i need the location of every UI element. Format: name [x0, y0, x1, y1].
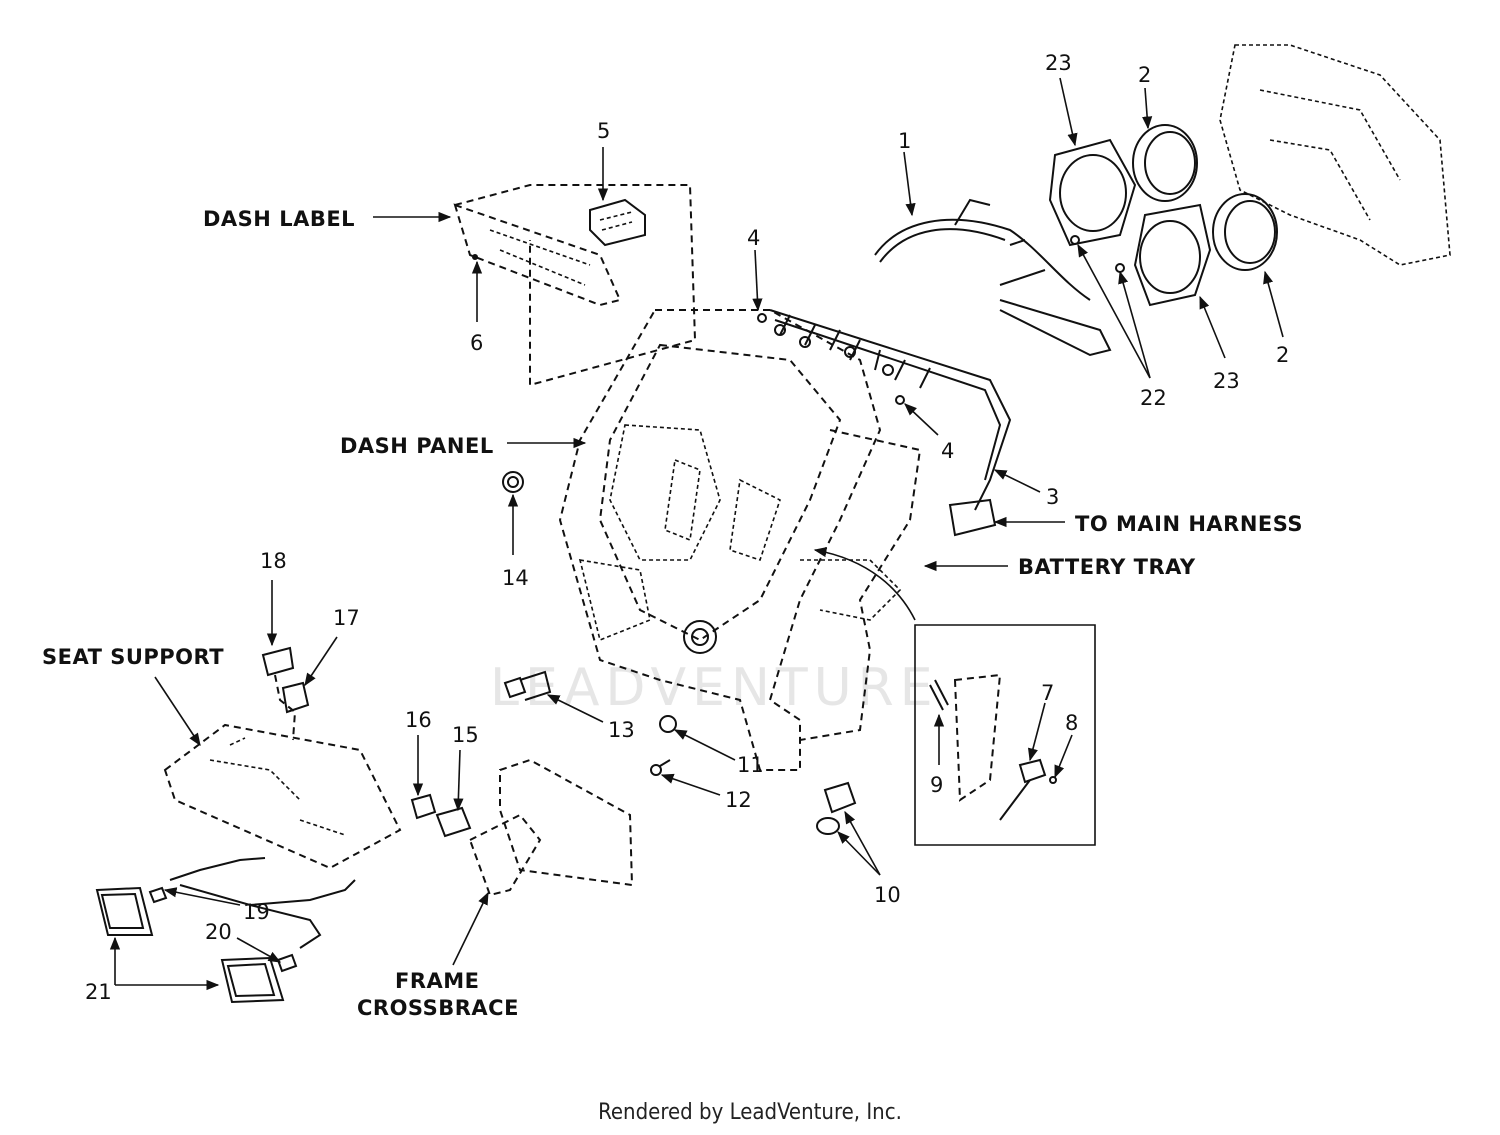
part-23-bracket-lower [1133, 203, 1212, 307]
label-part-18: 18 [260, 549, 287, 573]
battery-tray-inset [914, 624, 1096, 846]
part-16-connector [410, 793, 437, 820]
part-17-switch [281, 681, 310, 714]
label-part-7: 7 [1041, 681, 1054, 705]
part-12-terminal [650, 759, 671, 776]
label-part-3: 3 [1046, 485, 1059, 509]
part-23-bracket-upper [1048, 138, 1137, 247]
watermark-text: LEADVENTURE [490, 658, 939, 718]
dash-panel-part [558, 309, 922, 771]
label-part-14: 14 [502, 566, 529, 590]
label-part-8: 8 [1065, 711, 1078, 735]
label-part-23-lower: 23 [1213, 369, 1240, 393]
label-part-4-lower: 4 [941, 439, 954, 463]
callout-to-main-harness: TO MAIN HARNESS [1075, 512, 1303, 536]
leader-lines [109, 77, 1284, 991]
label-part-17: 17 [333, 606, 360, 630]
footer-credit: Rendered by LeadVenture, Inc. [598, 1100, 902, 1125]
part-22-screw-b [1115, 263, 1125, 273]
label-part-16: 16 [405, 708, 432, 732]
part-19-harness [169, 857, 356, 949]
label-part-2-upper: 2 [1138, 63, 1151, 87]
frame-crossbrace-part [468, 758, 634, 897]
label-part-10: 10 [874, 883, 901, 907]
callout-dash-label: DASH LABEL [203, 207, 355, 231]
label-part-22: 22 [1140, 386, 1167, 410]
part-2-lamp-upper [1132, 124, 1198, 202]
part-11-nut [659, 715, 677, 733]
callout-dash-panel: DASH PANEL [340, 434, 494, 458]
part-15-connector [435, 806, 472, 838]
label-part-21: 21 [85, 980, 112, 1004]
callout-seat-support: SEAT SUPPORT [42, 645, 224, 669]
label-part-13: 13 [608, 718, 635, 742]
part-6-screw [472, 254, 478, 260]
label-part-2-lower: 2 [1276, 343, 1289, 367]
callout-frame: FRAME [395, 969, 480, 993]
seat-support-part [163, 723, 402, 870]
part-10-switch [816, 781, 857, 835]
label-part-23-upper: 23 [1045, 51, 1072, 75]
part-2-lamp-lower [1212, 193, 1278, 271]
label-part-6: 6 [470, 331, 483, 355]
part-3-harness [769, 309, 1012, 537]
part-13-switch [503, 670, 552, 701]
part-21-lamp-lower [220, 956, 285, 1004]
label-part-4-upper: 4 [747, 226, 760, 250]
part-20-bulb-upper [148, 886, 168, 904]
label-part-15: 15 [452, 723, 479, 747]
part-18-relay [261, 646, 295, 677]
part-14-nut [502, 471, 524, 493]
part-20-bulb-lower [276, 953, 298, 973]
label-part-19: 19 [243, 900, 270, 924]
part-21-lamp-upper [95, 886, 154, 936]
hood-outline [1219, 44, 1451, 266]
label-part-9: 9 [930, 773, 943, 797]
callout-battery-tray: BATTERY TRAY [1018, 555, 1196, 579]
part-4-screw-lower [895, 395, 905, 405]
label-part-5: 5 [597, 119, 610, 143]
part-22-screw-a [1070, 235, 1080, 245]
dash-label-part [453, 184, 697, 387]
relay-dashed-guide [274, 674, 297, 741]
label-part-1: 1 [898, 129, 911, 153]
label-part-20: 20 [205, 920, 232, 944]
part-5-lamp-switch [589, 198, 646, 247]
part-1-headlight-harness [874, 198, 1112, 357]
part-4-screw-upper [757, 313, 767, 323]
label-part-11: 11 [737, 753, 764, 777]
label-part-12: 12 [725, 788, 752, 812]
callout-crossbrace: CROSSBRACE [357, 996, 519, 1020]
